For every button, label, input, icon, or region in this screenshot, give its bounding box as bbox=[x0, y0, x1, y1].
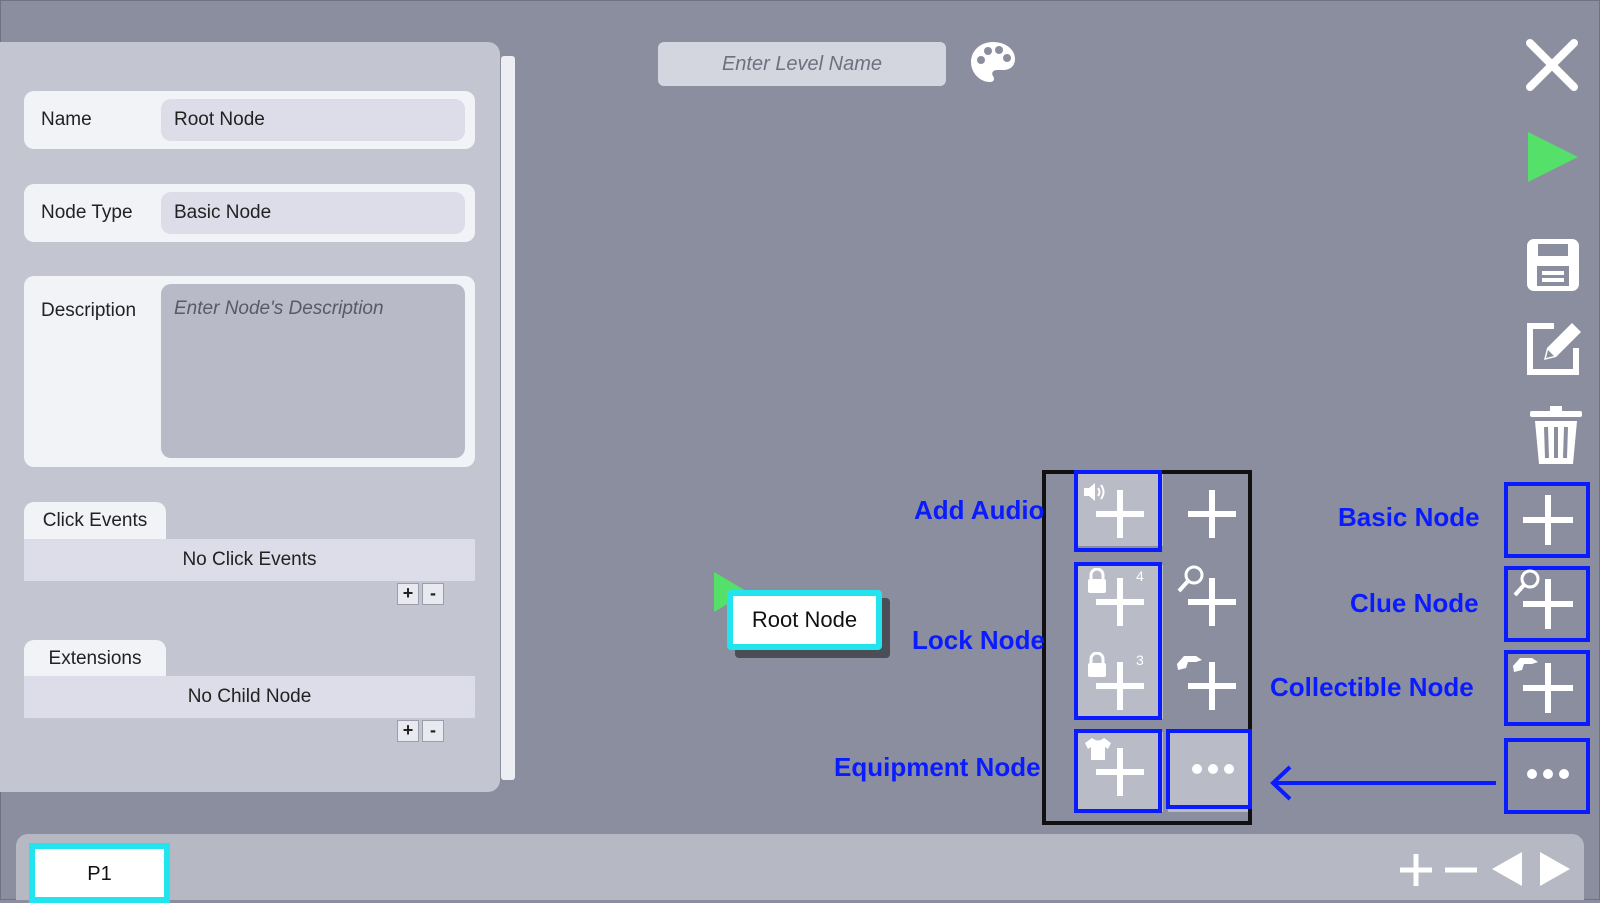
hand-icon bbox=[1513, 658, 1538, 672]
equipment-node-annotation: Equipment Node bbox=[834, 752, 1041, 782]
node-type-select[interactable]: Basic Node bbox=[161, 192, 465, 234]
plus-icon bbox=[1096, 490, 1144, 538]
clue-node-button[interactable] bbox=[1504, 566, 1590, 642]
page-bar bbox=[16, 834, 1584, 900]
basic-node-button[interactable] bbox=[1504, 482, 1590, 558]
remove-extension-button[interactable]: - bbox=[422, 720, 444, 742]
extensions-list: No Child Node bbox=[24, 676, 475, 718]
equipment-node-button[interactable] bbox=[1074, 729, 1162, 813]
palette-more-button[interactable] bbox=[1166, 729, 1252, 809]
hand-icon bbox=[1177, 656, 1202, 670]
more-nodes-button[interactable] bbox=[1504, 738, 1590, 814]
plus-icon bbox=[1523, 495, 1573, 545]
click-events-list: No Click Events bbox=[24, 539, 475, 581]
add-audio-annotation: Add Audio bbox=[914, 495, 1045, 525]
name-input[interactable]: Root Node bbox=[161, 99, 465, 141]
lock-count-badge: 4 bbox=[1136, 568, 1144, 584]
lock-node-3-button[interactable] bbox=[1092, 658, 1148, 714]
collectible-node-plus-icon[interactable] bbox=[1184, 658, 1240, 714]
speaker-icon bbox=[1084, 483, 1105, 501]
palette-icon[interactable] bbox=[970, 40, 1016, 84]
palette-cell-more bbox=[1168, 732, 1248, 812]
shirt-icon bbox=[1085, 738, 1111, 760]
description-row: Description Enter Node's Description bbox=[24, 276, 475, 467]
lock-node-annotation: Lock Node bbox=[912, 625, 1045, 655]
add-page-icon[interactable] bbox=[1398, 852, 1434, 888]
magnifier-icon bbox=[1177, 565, 1204, 593]
description-placeholder: Enter Node's Description bbox=[174, 298, 384, 319]
magnifier-icon bbox=[1513, 569, 1540, 597]
basic-node-annotation: Basic Node bbox=[1338, 502, 1480, 532]
lock-icon bbox=[1088, 568, 1106, 593]
lock-node-group bbox=[1074, 562, 1162, 720]
description-textarea[interactable]: Enter Node's Description bbox=[161, 284, 465, 458]
remove-page-icon[interactable] bbox=[1443, 852, 1479, 888]
edit-icon[interactable] bbox=[1524, 318, 1584, 378]
collectible-node-button[interactable] bbox=[1504, 650, 1590, 726]
node-type-row: Node Type Basic Node bbox=[24, 184, 475, 242]
clue-node-annotation: Clue Node bbox=[1350, 588, 1479, 618]
description-label: Description bbox=[41, 300, 137, 321]
add-audio-button[interactable] bbox=[1074, 470, 1162, 552]
node-type-label: Node Type bbox=[41, 202, 133, 223]
page-tab-p1[interactable]: P1 bbox=[29, 843, 170, 903]
name-label: Name bbox=[41, 109, 92, 130]
close-icon[interactable] bbox=[1525, 38, 1579, 92]
lock-node-4-button[interactable] bbox=[1092, 574, 1148, 630]
plus-icon bbox=[1096, 748, 1144, 796]
next-page-icon[interactable] bbox=[1538, 850, 1572, 888]
lock-count-badge: 3 bbox=[1136, 652, 1144, 668]
trash-icon[interactable] bbox=[1528, 404, 1584, 466]
more-dots-icon bbox=[1527, 769, 1569, 779]
more-dots-icon bbox=[1192, 764, 1234, 774]
remove-click-event-button[interactable]: - bbox=[422, 583, 444, 605]
add-extension-button[interactable]: + bbox=[397, 720, 419, 742]
plus-icon bbox=[1523, 579, 1573, 629]
collectible-node-annotation: Collectible Node bbox=[1270, 672, 1474, 702]
unlock-icon bbox=[1088, 652, 1106, 677]
click-events-tab[interactable]: Click Events bbox=[24, 502, 166, 540]
add-click-event-button[interactable]: + bbox=[397, 583, 419, 605]
level-name-input[interactable] bbox=[658, 42, 946, 86]
play-icon[interactable] bbox=[1526, 130, 1580, 184]
basic-node-plus-icon[interactable] bbox=[1184, 486, 1240, 542]
save-icon[interactable] bbox=[1524, 236, 1582, 294]
arrow-left-icon bbox=[1270, 765, 1496, 801]
root-node[interactable]: Root Node bbox=[727, 590, 882, 650]
panel-scrollbar[interactable] bbox=[501, 56, 515, 780]
plus-icon bbox=[1523, 663, 1573, 713]
previous-page-icon[interactable] bbox=[1490, 850, 1524, 888]
clue-node-plus-icon[interactable] bbox=[1184, 574, 1240, 630]
extensions-tab[interactable]: Extensions bbox=[24, 640, 166, 678]
name-row: Name Root Node bbox=[24, 91, 475, 149]
